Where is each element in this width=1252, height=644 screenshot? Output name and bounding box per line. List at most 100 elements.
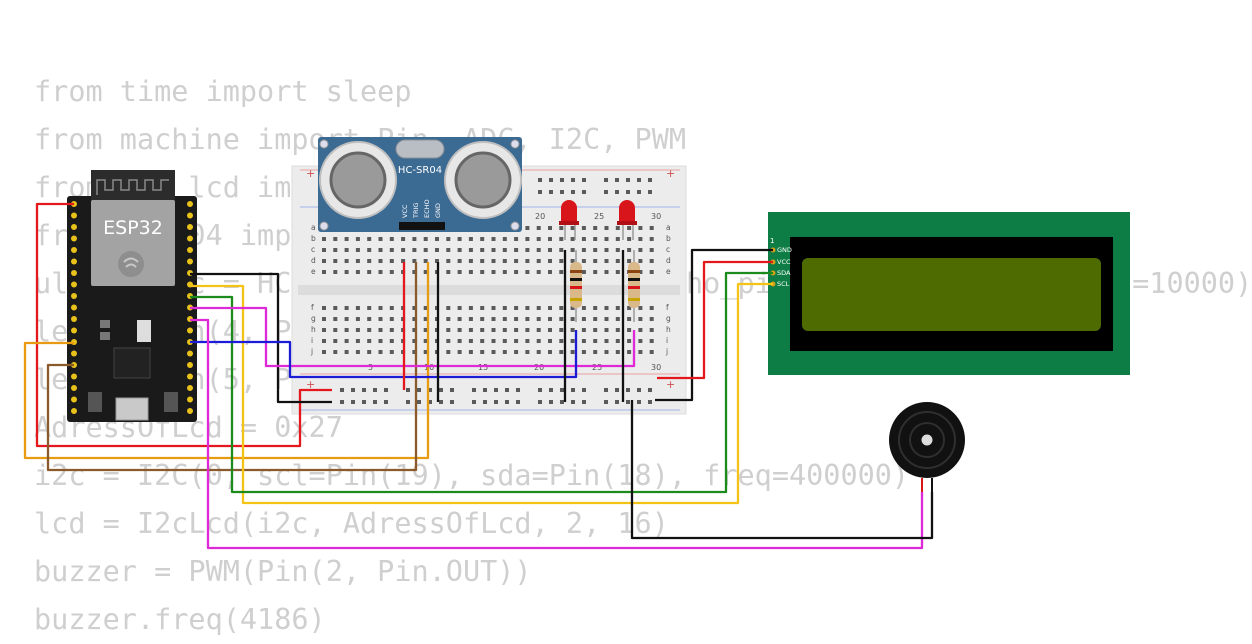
- breadboard-hole: [468, 328, 473, 332]
- breadboard-hole: [604, 400, 608, 404]
- row-letter: h: [666, 325, 671, 334]
- breadboard-hole: [548, 226, 552, 230]
- breadboard-hole: [593, 350, 598, 354]
- breadboard-hole: [581, 317, 586, 321]
- breadboard-hole: [344, 328, 349, 332]
- code-line: i2c = I2C(0, scl=Pin(19), sda=Pin(18), f…: [34, 459, 910, 492]
- breadboard-hole: [355, 350, 360, 354]
- breadboard-hole: [340, 400, 344, 404]
- breadboard-hole: [627, 259, 632, 263]
- breadboard-hole: [389, 237, 394, 241]
- breadboard-hole: [593, 317, 598, 321]
- breadboard-hole: [648, 388, 652, 392]
- breadboard-hole: [412, 248, 417, 252]
- esp32-pin: [71, 385, 77, 391]
- breadboard-hole: [480, 270, 485, 274]
- breadboard-hole: [333, 317, 338, 321]
- breadboard-hole: [389, 259, 394, 263]
- breadboard-hole: [446, 270, 451, 274]
- breadboard-hole: [439, 400, 443, 404]
- breadboard-hole: [649, 259, 654, 263]
- resistor-2-body: [628, 262, 640, 308]
- breadboard-hole: [626, 388, 630, 392]
- breadboard-hole: [627, 237, 632, 241]
- breadboard-hole: [638, 306, 643, 310]
- esp32-pin: [187, 235, 193, 242]
- breadboard-hole: [570, 328, 575, 332]
- breadboard-hole: [423, 317, 428, 321]
- breadboard-hole: [626, 178, 630, 182]
- breadboard-hole: [638, 328, 643, 332]
- breadboard-hole: [615, 190, 619, 194]
- wire-magenta-buzzer: [190, 318, 924, 550]
- breadboard-hole: [412, 350, 417, 354]
- esp32-pin: [71, 373, 77, 380]
- resistor-1: [570, 250, 582, 322]
- led-2-base: [617, 221, 637, 225]
- breadboard-hole: [457, 339, 462, 343]
- code-line: from time import sleep: [34, 75, 412, 108]
- row-letters-bottom-right: f g h i j: [665, 303, 671, 356]
- breadboard-hole: [571, 388, 575, 392]
- breadboard-hole: [615, 350, 620, 354]
- breadboard-hole: [615, 400, 619, 404]
- mount-hole: [510, 221, 520, 231]
- wire-red-lcd-vcc: [657, 260, 773, 380]
- esp32-pin: [71, 293, 77, 299]
- breadboard-hole: [604, 339, 609, 343]
- led-1: [559, 200, 579, 240]
- breadboard-hole: [627, 350, 632, 354]
- breadboard-hole: [491, 306, 496, 310]
- breadboard-hole: [491, 248, 496, 252]
- row-letter: d: [666, 256, 671, 265]
- breadboard-hole: [457, 306, 462, 310]
- breadboard-hole: [615, 317, 620, 321]
- breadboard-hole: [525, 317, 530, 321]
- breadboard-hole: [322, 350, 326, 354]
- sensor-label: HC-SR04: [398, 165, 442, 176]
- breadboard-hole: [367, 350, 372, 354]
- breadboard-hole: [638, 350, 643, 354]
- breadboard-hole: [627, 226, 632, 230]
- breadboard-hole: [435, 259, 439, 263]
- breadboard-hole: [559, 248, 564, 252]
- breadboard-hole: [344, 339, 349, 343]
- breadboard-hole: [367, 317, 372, 321]
- breadboard-hole: [435, 248, 439, 252]
- row-letter: i: [666, 336, 668, 345]
- breadboard-hole: [412, 306, 417, 310]
- breadboard-hole: [389, 248, 394, 252]
- breadboard-hole: [570, 248, 575, 252]
- breadboard-hole: [570, 226, 575, 230]
- breadboard-hole: [593, 259, 598, 263]
- breadboard-hole: [446, 339, 451, 343]
- breadboard-hole: [322, 306, 326, 310]
- buzzer-hole: [921, 434, 933, 446]
- breadboard-hole: [333, 248, 338, 252]
- row-letter: b: [666, 234, 671, 243]
- breadboard-hole: [378, 270, 383, 274]
- breadboard-hole: [536, 328, 541, 332]
- breadboard-hole: [615, 270, 620, 274]
- buzzer-ring: [898, 411, 956, 469]
- breadboard-hole: [373, 400, 377, 404]
- breadboard-hole: [638, 226, 643, 230]
- breadboard-hole: [389, 270, 394, 274]
- breadboard-hole: [480, 237, 485, 241]
- breadboard-hole: [514, 339, 519, 343]
- breadboard-hole: [560, 190, 564, 194]
- breadboard-hole: [559, 328, 564, 332]
- breadboard-hole: [549, 178, 553, 182]
- row-letter: h: [311, 325, 316, 334]
- breadboard-hole: [525, 237, 530, 241]
- breadboard-hole: [355, 270, 360, 274]
- breadboard-hole: [548, 259, 552, 263]
- breadboard-hole: [604, 388, 608, 392]
- breadboard-hole: [604, 226, 609, 230]
- breadboard-hole: [525, 270, 530, 274]
- breadboard-hole: [571, 178, 575, 182]
- breadboard-hole: [401, 259, 406, 263]
- wires: [23, 202, 934, 550]
- mount-hole: [319, 139, 329, 149]
- column-number: 25: [594, 212, 604, 221]
